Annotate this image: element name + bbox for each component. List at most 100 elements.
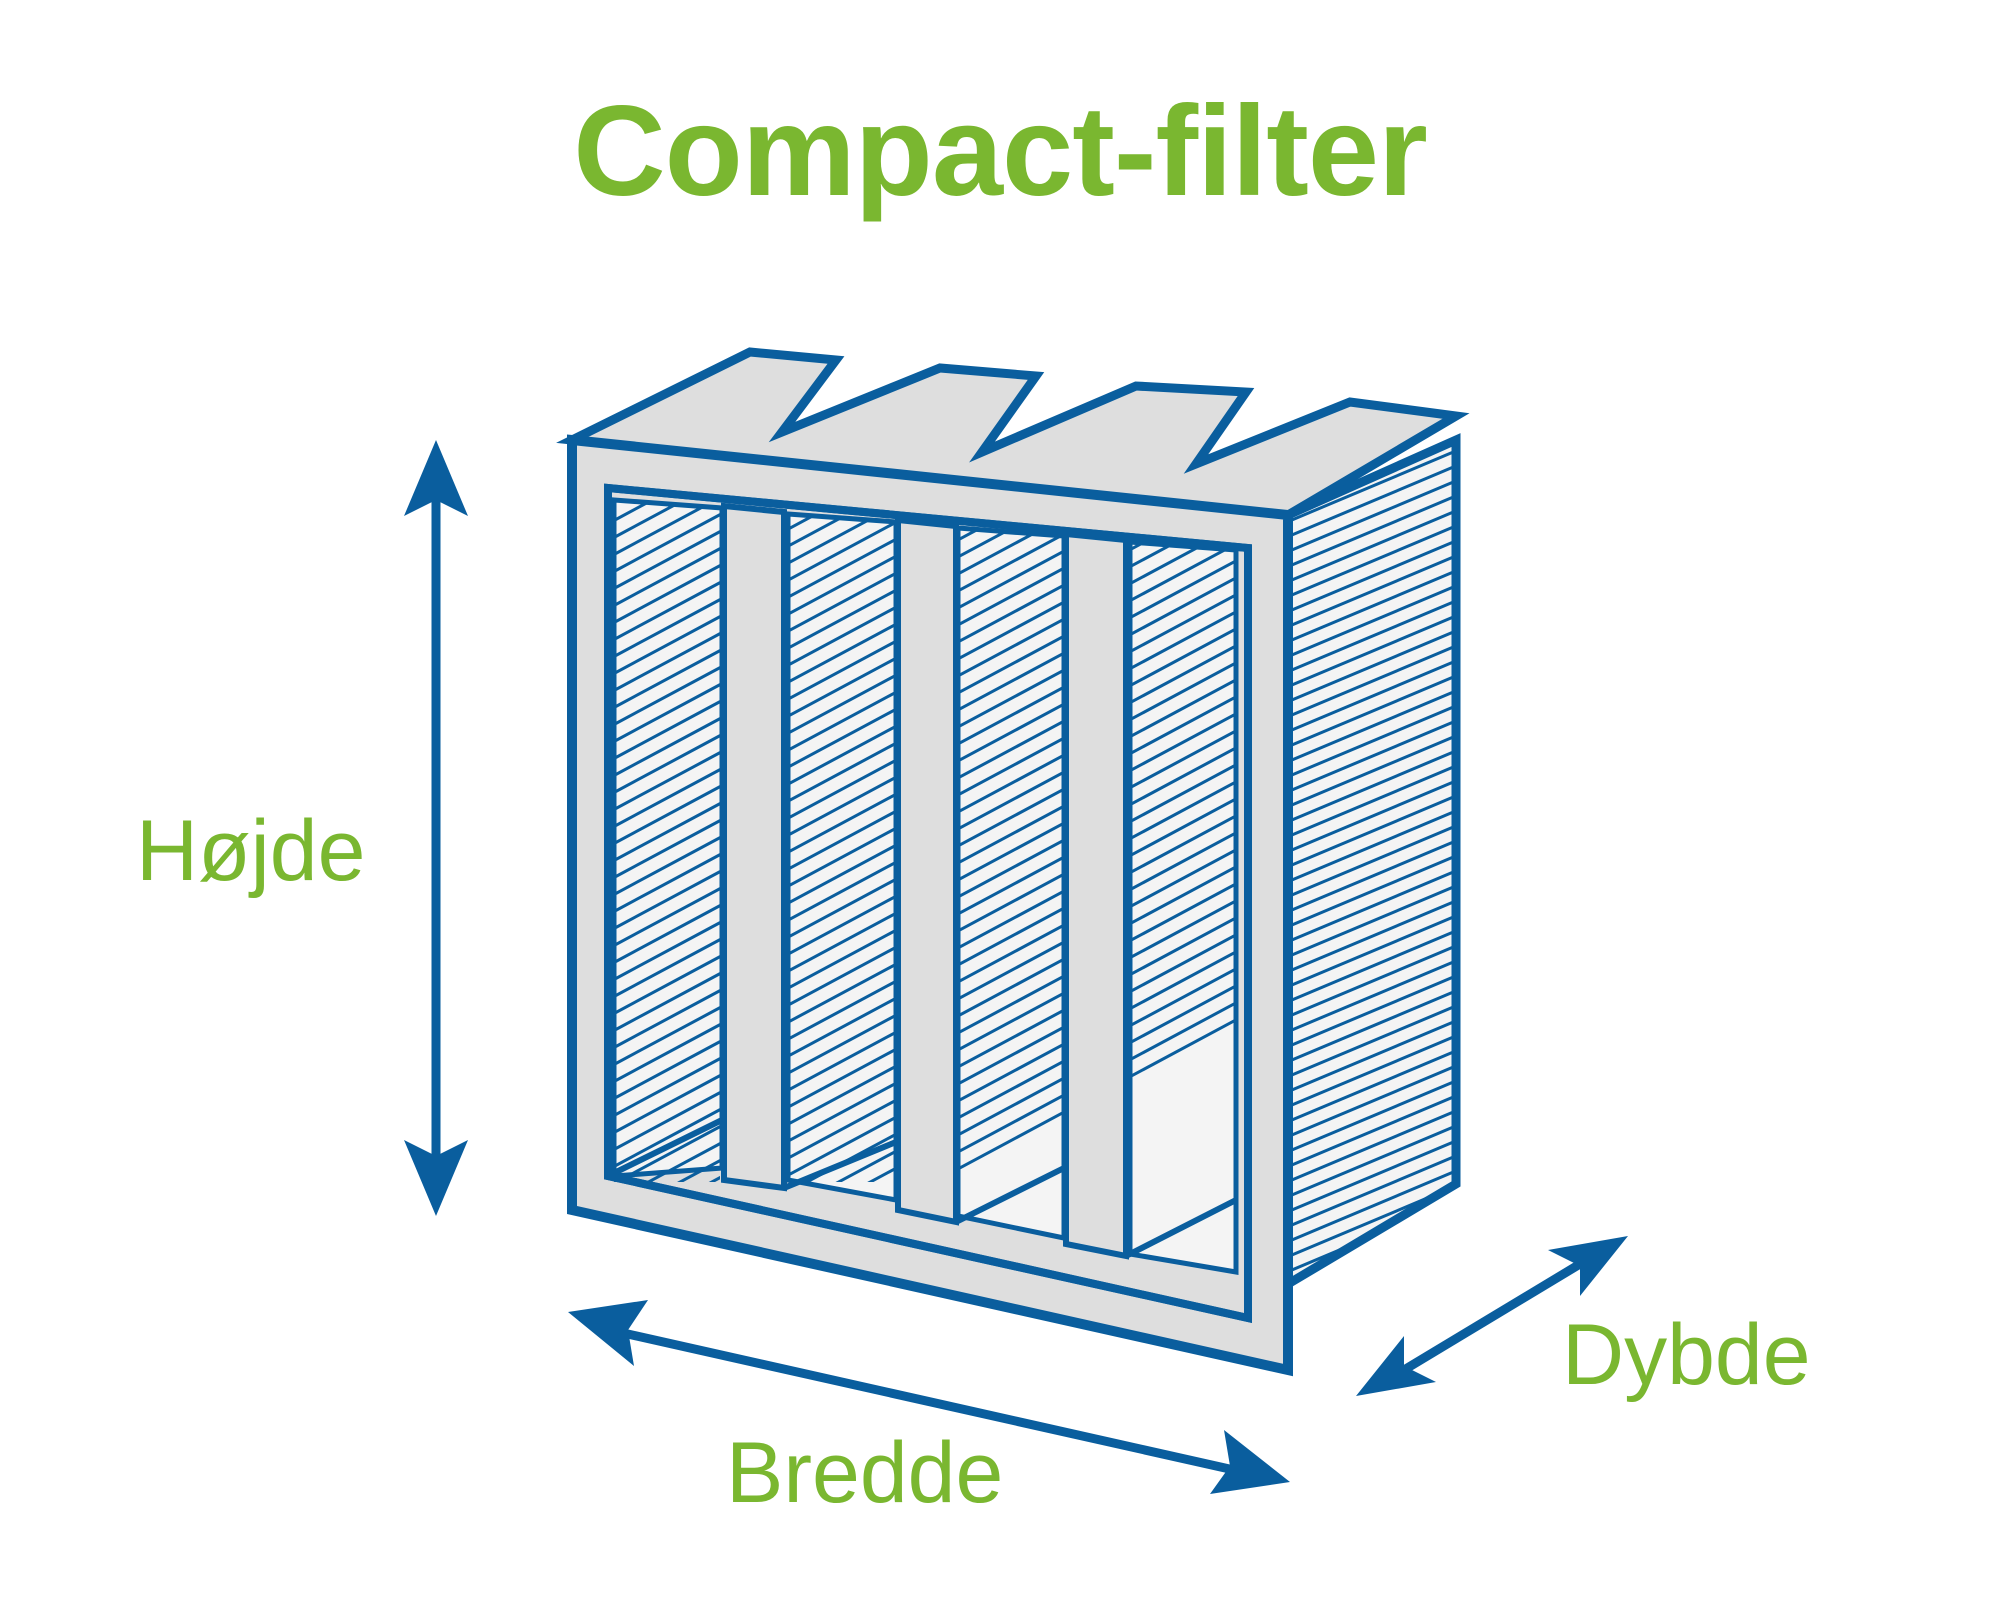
side-pleat-line	[1288, 578, 1456, 662]
pleat-line	[614, 512, 720, 870]
pleat-line	[614, 502, 720, 666]
side-pleat-line	[1288, 728, 1456, 812]
pleat-line	[1130, 580, 1234, 938]
side-pleat-line	[1288, 683, 1456, 767]
side-pleat-line	[1288, 653, 1456, 737]
side-pleat-line	[1288, 1148, 1456, 1232]
side-pleat-line	[1288, 848, 1456, 932]
filter-spacer-bars	[721, 502, 1129, 1260]
side-pleat-line	[1288, 518, 1456, 602]
pleat-line	[1130, 597, 1234, 955]
pleat-line	[1130, 869, 1234, 1220]
side-pleat-line	[1288, 998, 1456, 1082]
pleat-line	[1130, 750, 1234, 1108]
side-pleat-line	[1288, 593, 1456, 677]
pleat-line	[614, 502, 720, 700]
pleat-line	[1130, 988, 1234, 1220]
pleat-line	[614, 502, 720, 768]
side-pleat-line	[1288, 713, 1456, 797]
pleat-line	[1130, 920, 1234, 1220]
pleat-line	[614, 818, 720, 1176]
pleat-line	[614, 502, 720, 853]
pleat-line	[1130, 716, 1234, 1074]
pleat-line	[1130, 699, 1234, 1057]
pleat-line	[1130, 648, 1234, 1006]
side-pleat-line	[1280, 1300, 1470, 1380]
pleat-line	[1130, 767, 1234, 1125]
side-pleat-line	[1288, 833, 1456, 917]
pleat-line	[614, 502, 720, 615]
pleat-line	[614, 502, 720, 632]
pleat-line	[614, 733, 720, 1091]
depth-arrow	[1356, 1236, 1628, 1396]
pleat-line	[614, 563, 720, 921]
side-pleat-line	[1288, 1133, 1456, 1217]
pleat-line	[614, 502, 720, 649]
pleat-line	[1130, 971, 1234, 1220]
filter-top-face	[556, 347, 1470, 520]
pleat-line	[614, 502, 720, 598]
pleat-line	[1130, 665, 1234, 1023]
pleat-line	[614, 716, 720, 1074]
pleat-line	[1130, 614, 1234, 972]
side-pleat-line	[1288, 1073, 1456, 1157]
side-pleat-line	[1288, 1058, 1456, 1142]
side-pleat-line	[1288, 818, 1456, 902]
side-pleat-line	[1288, 1163, 1456, 1247]
pleat-line	[1130, 682, 1234, 1040]
pleat-line	[1130, 544, 1234, 887]
side-pleat-line	[1288, 1088, 1456, 1172]
pleat-line	[614, 580, 720, 938]
pleat-line	[614, 502, 720, 836]
pleat-line	[614, 852, 720, 1182]
pleat-line	[614, 801, 720, 1159]
pleat-line	[1130, 544, 1234, 853]
pleat-line	[614, 502, 720, 683]
pleat-line	[614, 784, 720, 1142]
side-pleat-line	[1288, 1118, 1456, 1202]
pleat-line	[614, 502, 720, 751]
side-pleat-line	[1288, 548, 1456, 632]
pleat-line	[614, 682, 720, 1040]
pleat-line	[614, 502, 720, 734]
side-pleat-line	[1288, 893, 1456, 977]
pleat-line	[614, 631, 720, 989]
side-pleat-line	[1288, 1103, 1456, 1187]
pleat-line	[614, 597, 720, 955]
pleat-line	[1130, 835, 1234, 1193]
depth-label: Dybde	[1562, 1307, 1811, 1403]
side-pleat-line	[1288, 698, 1456, 782]
pleat-line	[614, 502, 720, 819]
side-pleat-line	[1288, 668, 1456, 752]
pleat-line	[614, 502, 720, 802]
side-pleat-line	[1288, 503, 1456, 587]
height-label: Højde	[136, 803, 366, 899]
side-pleat-line	[1288, 533, 1456, 617]
filter-pocket-4	[1127, 539, 1239, 1275]
pleat-line	[1130, 546, 1234, 904]
side-pleat-line	[1288, 1043, 1456, 1127]
side-pleat-line	[1288, 1013, 1456, 1097]
side-pleat-line	[1288, 1028, 1456, 1112]
side-pleat-line	[1288, 743, 1456, 827]
pleat-line	[614, 614, 720, 972]
pleat-line	[614, 546, 720, 904]
side-pleat-line	[1288, 968, 1456, 1052]
side-pleat-line	[1288, 773, 1456, 857]
width-label: Bredde	[726, 1425, 1004, 1521]
pleat-line	[1130, 1005, 1234, 1220]
side-pleat-line	[1288, 488, 1456, 572]
pleat-line	[1130, 886, 1234, 1220]
side-pleat-line	[1288, 473, 1456, 557]
side-pleat-line	[1288, 938, 1456, 1022]
pleat-line	[614, 767, 720, 1125]
pleat-line	[614, 502, 720, 717]
pleat-line	[614, 648, 720, 1006]
filter-floor-lines	[606, 1117, 1238, 1259]
side-pleat-line	[1288, 863, 1456, 947]
pleat-line	[1130, 818, 1234, 1176]
pleat-line	[1130, 563, 1234, 921]
side-pleat-line	[1288, 443, 1456, 527]
side-pleat-line	[1288, 908, 1456, 992]
